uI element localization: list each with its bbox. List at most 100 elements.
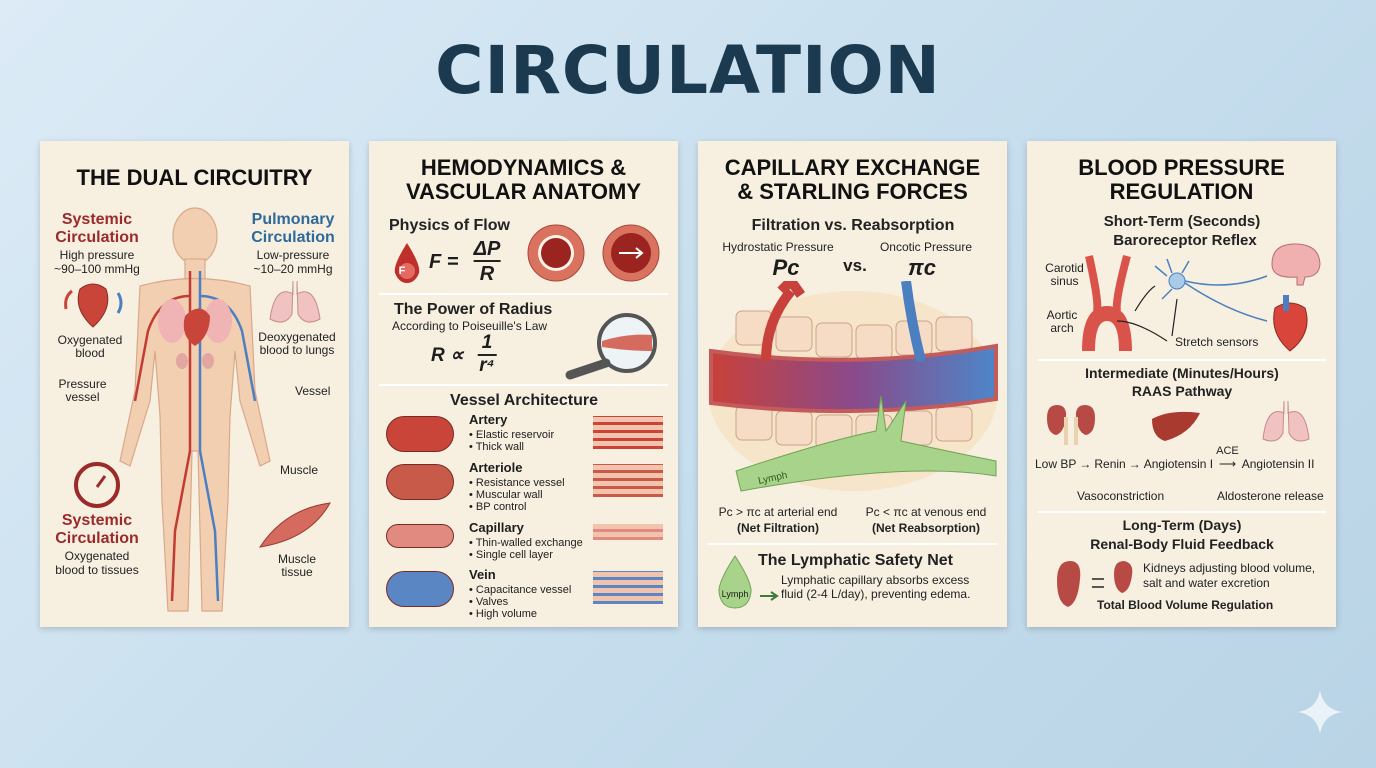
aortic-arch-label: Aortic arch	[1046, 308, 1078, 336]
panel-dual-circuitry: THE DUAL CIRCUITRY Systemic Circulation …	[40, 141, 349, 627]
pic-symbol: πc	[908, 255, 936, 280]
resistance-numerator: 1	[477, 332, 497, 356]
drop-letter: F	[398, 265, 406, 277]
vessel-bullet: • Single cell layer	[469, 549, 553, 561]
vessel-bullet: • Muscular wall	[469, 489, 543, 501]
poiseuille-label: According to Poiseuille's Law	[392, 319, 548, 333]
panel-bp-regulation: BLOOD PRESSURE REGULATION Short-Term (Se…	[1027, 141, 1336, 627]
muscle-label: Muscle	[280, 463, 319, 477]
muscle-icon	[258, 502, 331, 548]
vs-label: vs.	[843, 256, 867, 275]
systemic-pressure-value: ~90–100 mmHg	[54, 262, 140, 276]
net-filtration-label: (Net Filtration)	[737, 521, 819, 535]
gauge-icon	[74, 462, 120, 508]
vein-wall-diagram	[593, 571, 663, 604]
vessel-bullet: • Thin-walled exchange	[469, 537, 583, 549]
hydrostatic-label: Hydrostatic Pressure	[722, 240, 834, 254]
systemic-heading: Systemic Circulation	[55, 211, 139, 246]
arteriole-icon	[386, 464, 454, 500]
total-volume-label: Total Blood Volume Regulation	[1097, 598, 1274, 612]
vessel-label: Vessel	[295, 384, 331, 398]
safety-line2: fluid (2-4 L/day), preventing edema.	[781, 587, 971, 601]
panel-title-line2: REGULATION	[1109, 179, 1254, 204]
vessel-cross-section-icon	[527, 224, 585, 282]
kidney-line1: Kidneys adjusting blood volume,	[1143, 561, 1316, 575]
ace-label: ACE	[1216, 445, 1239, 457]
vessel-name: Vein	[469, 567, 496, 582]
liver-icon	[1152, 411, 1200, 441]
muscle-tissue-label: Muscle tissue	[277, 552, 316, 580]
architecture-heading: Vessel Architecture	[450, 392, 598, 409]
safety-line1: Lymphatic capillary absorbs excess	[781, 573, 970, 587]
panel-title: THE DUAL CIRCUITRY	[76, 165, 313, 190]
pulmonary-heading: Pulmonary Circulation	[251, 211, 335, 246]
resistance-denominator: r⁴	[479, 355, 495, 376]
capillary-illustration	[708, 281, 998, 492]
sparkle-icon	[1298, 690, 1342, 734]
systemic-bottom-heading: Systemic Circulation	[55, 512, 139, 547]
renin-label: Renin	[1094, 457, 1126, 471]
brain-icon	[1271, 243, 1321, 286]
filtration-heading: Filtration vs. Reabsorption	[751, 217, 955, 234]
vessel-bullet: • Thick wall	[469, 441, 524, 453]
vessel-name: Arteriole	[469, 460, 523, 475]
angiotensin-1-label: Angiotensin I	[1143, 457, 1214, 471]
artery-wall-diagram	[593, 416, 663, 449]
panel-hemodynamics: HEMODYNAMICS & VASCULAR ANATOMY Physics …	[369, 141, 678, 627]
panel-title-line1: CAPILLARY EXCHANGE	[724, 155, 981, 180]
systemic-pressure-label: High pressure	[59, 248, 135, 262]
flow-numerator: ΔP	[473, 238, 501, 262]
ace-step: ACE ⟶	[1216, 445, 1239, 471]
human-body-illustration	[119, 207, 271, 612]
radius-heading: The Power of Radius	[394, 301, 553, 318]
capillary-wall-diagram	[593, 524, 663, 540]
vein-icon	[386, 571, 454, 607]
arterial-end-label: Pc > πc at arterial end	[718, 505, 838, 519]
raas-heading: RAAS Pathway	[1131, 383, 1233, 399]
flow-denominator: R	[479, 263, 495, 285]
capillary-icon	[386, 524, 454, 548]
short-term-heading: Short-Term (Seconds)	[1103, 213, 1261, 230]
raas-flow-row: Low BP → Renin → Angiotensin I ACE ⟶ Ang…	[1035, 445, 1314, 471]
kidney-icon	[1047, 405, 1095, 445]
magnifier-icon	[565, 313, 657, 380]
renal-feedback-heading: Renal-Body Fluid Feedback	[1090, 536, 1274, 552]
panel-title-line1: BLOOD PRESSURE	[1078, 155, 1285, 180]
physics-heading: Physics of Flow	[389, 217, 510, 234]
vessel-bullet: • BP control	[469, 501, 527, 513]
panel-capillary-exchange: CAPILLARY EXCHANGE & STARLING FORCES Fil…	[698, 141, 1007, 627]
vessel-bullet: • Capacitance vessel	[469, 584, 572, 596]
stretch-sensors-label: Stretch sensors	[1175, 335, 1259, 349]
baroreceptor-illustration	[1082, 254, 1268, 351]
intermediate-heading: Intermediate (Minutes/Hours)	[1085, 365, 1279, 381]
pc-symbol: Pc	[772, 255, 800, 280]
oncotic-label: Oncotic Pressure	[879, 240, 973, 254]
vessel-bullet: • Valves	[469, 596, 509, 608]
vessel-bullet: • Resistance vessel	[469, 477, 565, 489]
deoxygenated-label: Deoxygenated blood to lungs	[258, 330, 336, 358]
safety-net-heading: The Lymphatic Safety Net	[758, 552, 954, 569]
lungs-icon	[269, 280, 321, 323]
heart-icon	[64, 283, 123, 328]
vessel-bullet: • Elastic reservoir	[469, 429, 555, 441]
arrow-icon: →	[1079, 457, 1092, 471]
net-reabsorption-label: (Net Reabsorption)	[872, 521, 980, 535]
baroreceptor-heading: Baroreceptor Reflex	[1113, 232, 1257, 249]
panel-title-line2: & STARLING FORCES	[737, 179, 968, 204]
artery-icon	[386, 416, 454, 452]
blood-drop-icon	[394, 243, 420, 283]
systemic-bottom-line2: blood to tissues	[55, 563, 139, 577]
kidney-line2: salt and water excretion	[1143, 576, 1270, 590]
lungs-icon	[1262, 400, 1310, 442]
lymph-drop-label: Lymph	[721, 589, 749, 599]
angiotensin-2-label: Angiotensin II	[1241, 457, 1315, 471]
kidney-feedback-icon	[1057, 561, 1133, 607]
panel-title-line2: VASCULAR ANATOMY	[405, 179, 642, 204]
systemic-bottom-line1: Oxygenated	[64, 549, 130, 563]
heart-icon	[1273, 295, 1308, 352]
vessel-name: Capillary	[469, 520, 524, 535]
flow-equation-lhs: F =	[429, 251, 459, 273]
carotid-sinus-label: Carotid sinus	[1045, 261, 1084, 289]
resistance-lhs: R ∝	[431, 345, 464, 366]
pulmonary-pressure-value: ~10–20 mmHg	[253, 262, 333, 276]
